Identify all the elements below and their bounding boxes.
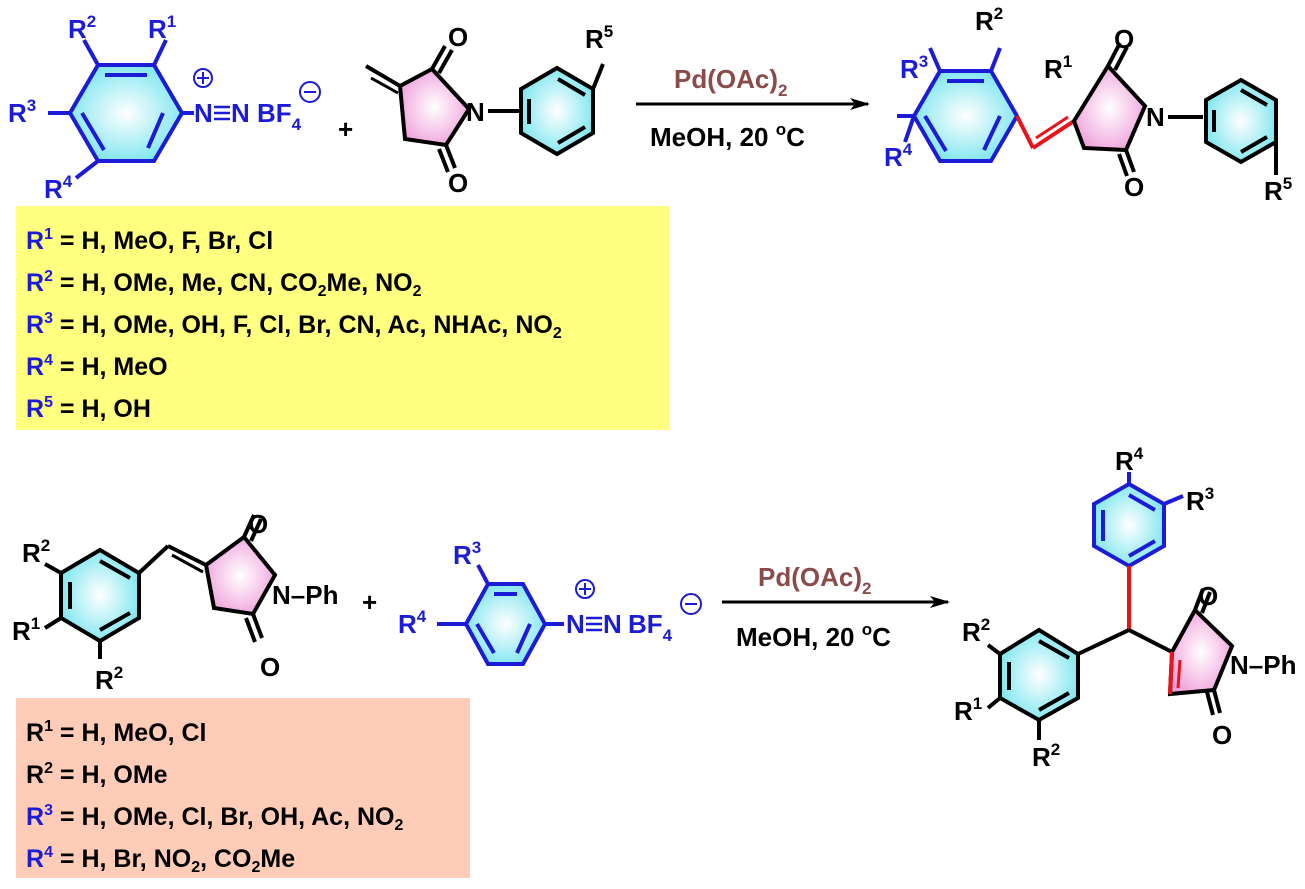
r2-label: R2 xyxy=(68,12,96,44)
plus-sign-2: + xyxy=(362,587,377,617)
substituent2-line-r1: R1 = H, MeO, Cl xyxy=(26,718,207,747)
p2-o-top: O xyxy=(1198,581,1218,611)
r1-label: R1 xyxy=(148,12,176,44)
p1-r2-label: R2 xyxy=(975,4,1003,36)
triple-bond xyxy=(214,105,230,121)
p1-o-top: O xyxy=(1114,24,1134,54)
p2-r3-label: R3 xyxy=(1186,484,1214,516)
product-2 xyxy=(986,472,1235,740)
conditions-2: MeOH, 20 oC xyxy=(736,620,891,652)
p2-r1-label: R1 xyxy=(954,694,982,726)
s2-r2-bottom-label: R2 xyxy=(95,663,123,695)
substituent2-line-r2: R2 = H, OMe xyxy=(26,760,168,789)
aryl-diazonium-1 xyxy=(48,39,194,180)
substituent2-line-r4: R4 = H, Br, NO2, CO2Me xyxy=(26,844,296,876)
s2-diazonium-n1: N xyxy=(566,609,585,639)
aryl-diazonium-2 xyxy=(437,564,564,666)
p1-r3-label: R3 xyxy=(900,52,928,84)
substituent-line-r3: R3 = H, OMe, OH, F, Cl, Br, CN, Ac, NHAc… xyxy=(26,310,562,342)
diazonium-n1: N xyxy=(194,98,213,128)
p1-r5-label: R5 xyxy=(1264,174,1292,206)
plus-charge-icon xyxy=(193,68,213,88)
p2-o-bottom: O xyxy=(1212,720,1232,750)
substituent-line-r4: R4 = H, MeO xyxy=(26,352,168,381)
plus-charge-icon-2 xyxy=(575,579,595,599)
s2-diazonium-n2: N xyxy=(603,609,622,639)
s2-diaz-r3-label: R3 xyxy=(453,538,481,570)
substituent-line-r2: R2 = H, OMe, Me, CN, CO2Me, NO2 xyxy=(26,268,422,300)
substituent-box-1: R1 = H, MeO, F, Br, Cl R2 = H, OMe, Me, … xyxy=(16,206,670,430)
n-imide-1: N xyxy=(466,97,485,127)
diazonium-n2: N xyxy=(231,98,250,128)
minus-charge-icon-2 xyxy=(680,593,702,615)
substituent2-line-r3: R3 = H, OMe, Cl, Br, OH, Ac, NO2 xyxy=(26,802,404,834)
p1-r4-label: R4 xyxy=(884,140,913,172)
p2-nph: N–Ph xyxy=(1230,650,1296,680)
product-1 xyxy=(897,42,1278,177)
s2-nph: N–Ph xyxy=(272,580,338,610)
s2-o-bottom: O xyxy=(260,652,280,682)
p1-n-imide: N xyxy=(1146,102,1165,132)
p2-r2-bottom-label: R2 xyxy=(1032,740,1060,772)
r4-label: R4 xyxy=(44,172,73,204)
substituent-line-r5: R5 = H, OH xyxy=(26,394,151,423)
p1-r1-label: R1 xyxy=(1044,52,1072,84)
r3-label: R3 xyxy=(8,96,36,128)
r5-label-reactant: R5 xyxy=(585,22,613,54)
substituent-line-r1: R1 = H, MeO, F, Br, Cl xyxy=(26,226,274,255)
p2-r4-label: R4 xyxy=(1115,444,1144,476)
s2-bf4-label: BF4 xyxy=(628,609,673,645)
bf4-label: BF4 xyxy=(257,98,302,134)
p1-o-bottom: O xyxy=(1124,172,1144,202)
benzylidene-succinimide xyxy=(43,514,278,659)
reagent-2: Pd(OAc)2 xyxy=(758,562,871,598)
plus-sign-1: + xyxy=(338,114,353,144)
triple-bond-2 xyxy=(586,616,602,632)
s2-diaz-r4-label: R4 xyxy=(398,607,427,639)
itaconimide xyxy=(364,45,605,173)
substituent-box-2: R1 = H, MeO, Cl R2 = H, OMe R3 = H, OMe,… xyxy=(16,698,470,878)
s2-o-top: O xyxy=(248,509,268,539)
o-bottom-1: O xyxy=(448,168,468,198)
p2-r2-top-label: R2 xyxy=(962,615,990,647)
o-top-1: O xyxy=(448,22,468,52)
reagent-1: Pd(OAc)2 xyxy=(674,64,787,100)
s2-r1-label: R1 xyxy=(12,614,40,646)
minus-charge-icon xyxy=(299,81,321,103)
conditions-1: MeOH, 20 oC xyxy=(650,120,805,152)
s2-r2-top-label: R2 xyxy=(22,536,50,568)
